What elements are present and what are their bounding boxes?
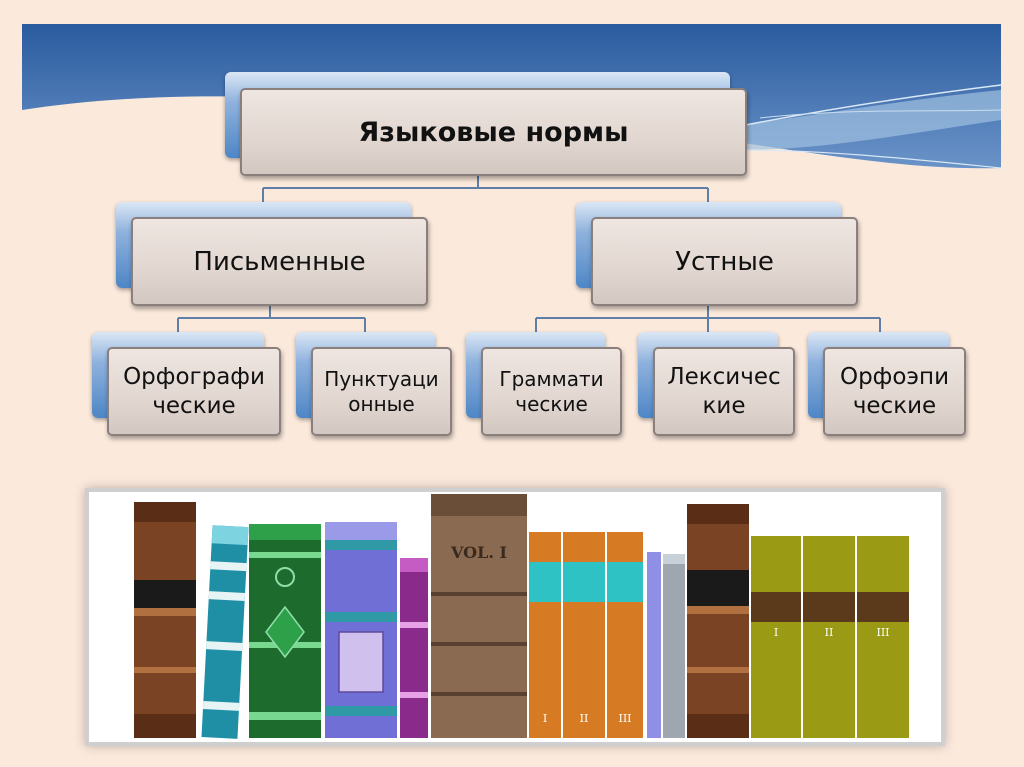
branch-node-oral: Устные <box>576 202 858 306</box>
leaf-node-label-line1: Орфоэпи <box>839 363 950 390</box>
book-spine-label: III <box>618 712 631 725</box>
leaf-node-label-line1: Лексичес <box>667 363 781 390</box>
book-spine-leather-icon: VOL. I <box>431 494 527 738</box>
branch-node-oral-label: Устные <box>675 246 774 277</box>
root-node-label: Языковые нормы <box>358 116 629 148</box>
branch-node-written-label: Письменные <box>193 246 366 277</box>
root-node: Языковые нормы <box>225 72 747 178</box>
book-spine-olive-icon: II <box>803 536 855 738</box>
book-spine-brown-icon <box>134 502 196 738</box>
leaf-node-label-line2: онные <box>348 391 415 416</box>
leaf-node-label-line1: Граммати <box>499 366 604 391</box>
bookshelf-image: VOL. I I II III <box>85 488 945 746</box>
book-spine-brown-icon <box>687 504 749 738</box>
leaf-node-lexical: Лексичес кие <box>638 332 795 436</box>
book-spine-violet-icon <box>325 522 397 738</box>
leaf-node-label-line2: ческие <box>852 392 937 419</box>
leaf-node-grammatical: Граммати ческие <box>466 332 622 436</box>
book-spine-orange-icon: II <box>563 532 605 738</box>
book-spine-olive-icon: I <box>751 536 801 738</box>
leaf-node-punctuation: Пунктуаци онные <box>296 332 452 436</box>
branch-node-written: Письменные <box>116 202 428 306</box>
book-spine-label: III <box>876 626 889 639</box>
leaf-node-label-line2: ческие <box>152 392 236 419</box>
book-spine-orange-icon: III <box>607 532 643 738</box>
book-spine-gray-icon <box>663 554 685 738</box>
book-spine-label: I <box>774 626 778 639</box>
leaf-node-label-line1: Пунктуаци <box>324 366 439 391</box>
book-spine-label: VOL. I <box>450 543 507 562</box>
leaf-node-label-line2: ческие <box>515 391 588 416</box>
book-spine-orange-icon: I <box>529 532 561 738</box>
leaf-node-label-line2: кие <box>702 392 746 419</box>
leaf-node-label-line1: Орфографи <box>123 363 265 390</box>
book-spine-magenta-icon <box>400 558 428 738</box>
bookshelf-illustration: VOL. I I II III <box>134 494 909 739</box>
leaf-node-orthoepic: Орфоэпи ческие <box>808 332 966 436</box>
leaf-node-orthographic: Орфографи ческие <box>92 332 281 436</box>
book-spine-olive-icon: III <box>857 536 909 738</box>
book-spine-label: I <box>543 712 547 725</box>
book-spine-teal-icon <box>201 525 249 739</box>
book-spine-label: II <box>580 712 589 725</box>
book-spine-label: II <box>825 626 834 639</box>
book-spine-lavender-icon <box>647 552 661 738</box>
book-spine-green-icon <box>249 524 321 738</box>
